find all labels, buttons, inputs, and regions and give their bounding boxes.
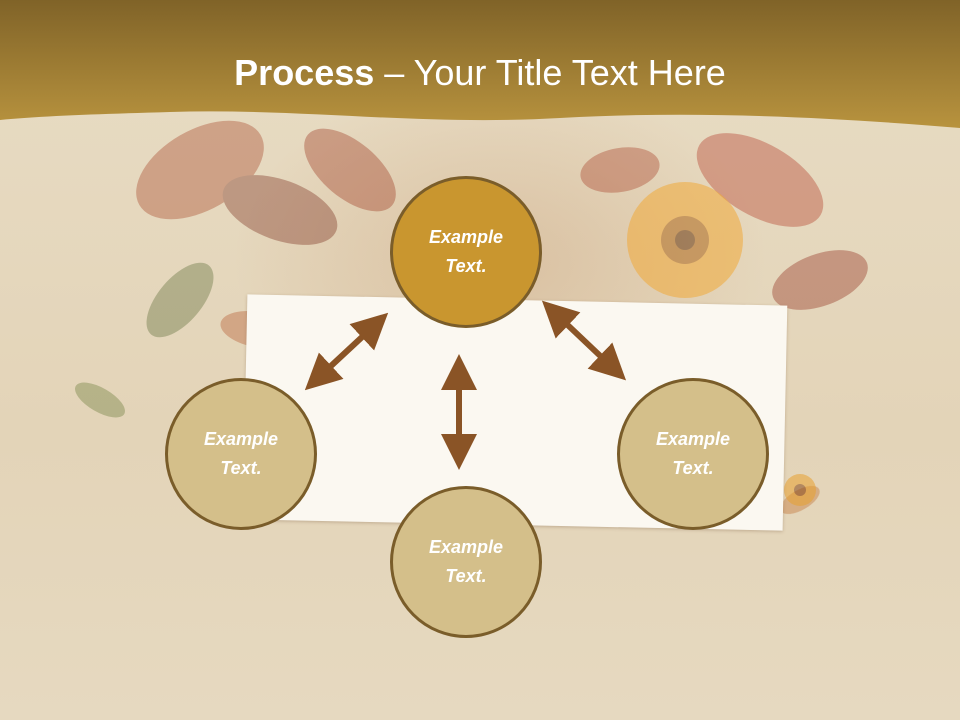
process-node-bottom[interactable]: Example Text. — [390, 486, 542, 638]
title-dash: – — [374, 52, 414, 93]
node-label-line2: Text. — [672, 458, 714, 478]
process-node-right[interactable]: Example Text. — [617, 378, 769, 530]
node-label-line1: Example — [203, 429, 279, 449]
node-label-line1: Example — [655, 429, 731, 449]
title-bold-text: Process — [234, 52, 375, 93]
node-label-line2: Text. — [220, 458, 262, 478]
node-label: Example Text. — [638, 425, 748, 483]
node-label-line1: Example — [428, 227, 504, 247]
node-label: Example Text. — [411, 223, 521, 281]
double-arrow-icon — [541, 300, 627, 381]
node-label: Example Text. — [186, 425, 296, 483]
title-header-band — [0, 0, 960, 128]
node-label-line2: Text. — [445, 256, 487, 276]
title-text: Your Title Text Here — [413, 52, 726, 93]
node-label: Example Text. — [411, 533, 521, 591]
process-node-left[interactable]: Example Text. — [165, 378, 317, 530]
process-node-top[interactable]: Example Text. — [390, 176, 542, 328]
node-label-line1: Example — [428, 537, 504, 557]
slide-title: Process – Your Title Text Here — [0, 52, 960, 94]
node-label-line2: Text. — [445, 566, 487, 586]
double-arrow-icon — [304, 312, 389, 391]
